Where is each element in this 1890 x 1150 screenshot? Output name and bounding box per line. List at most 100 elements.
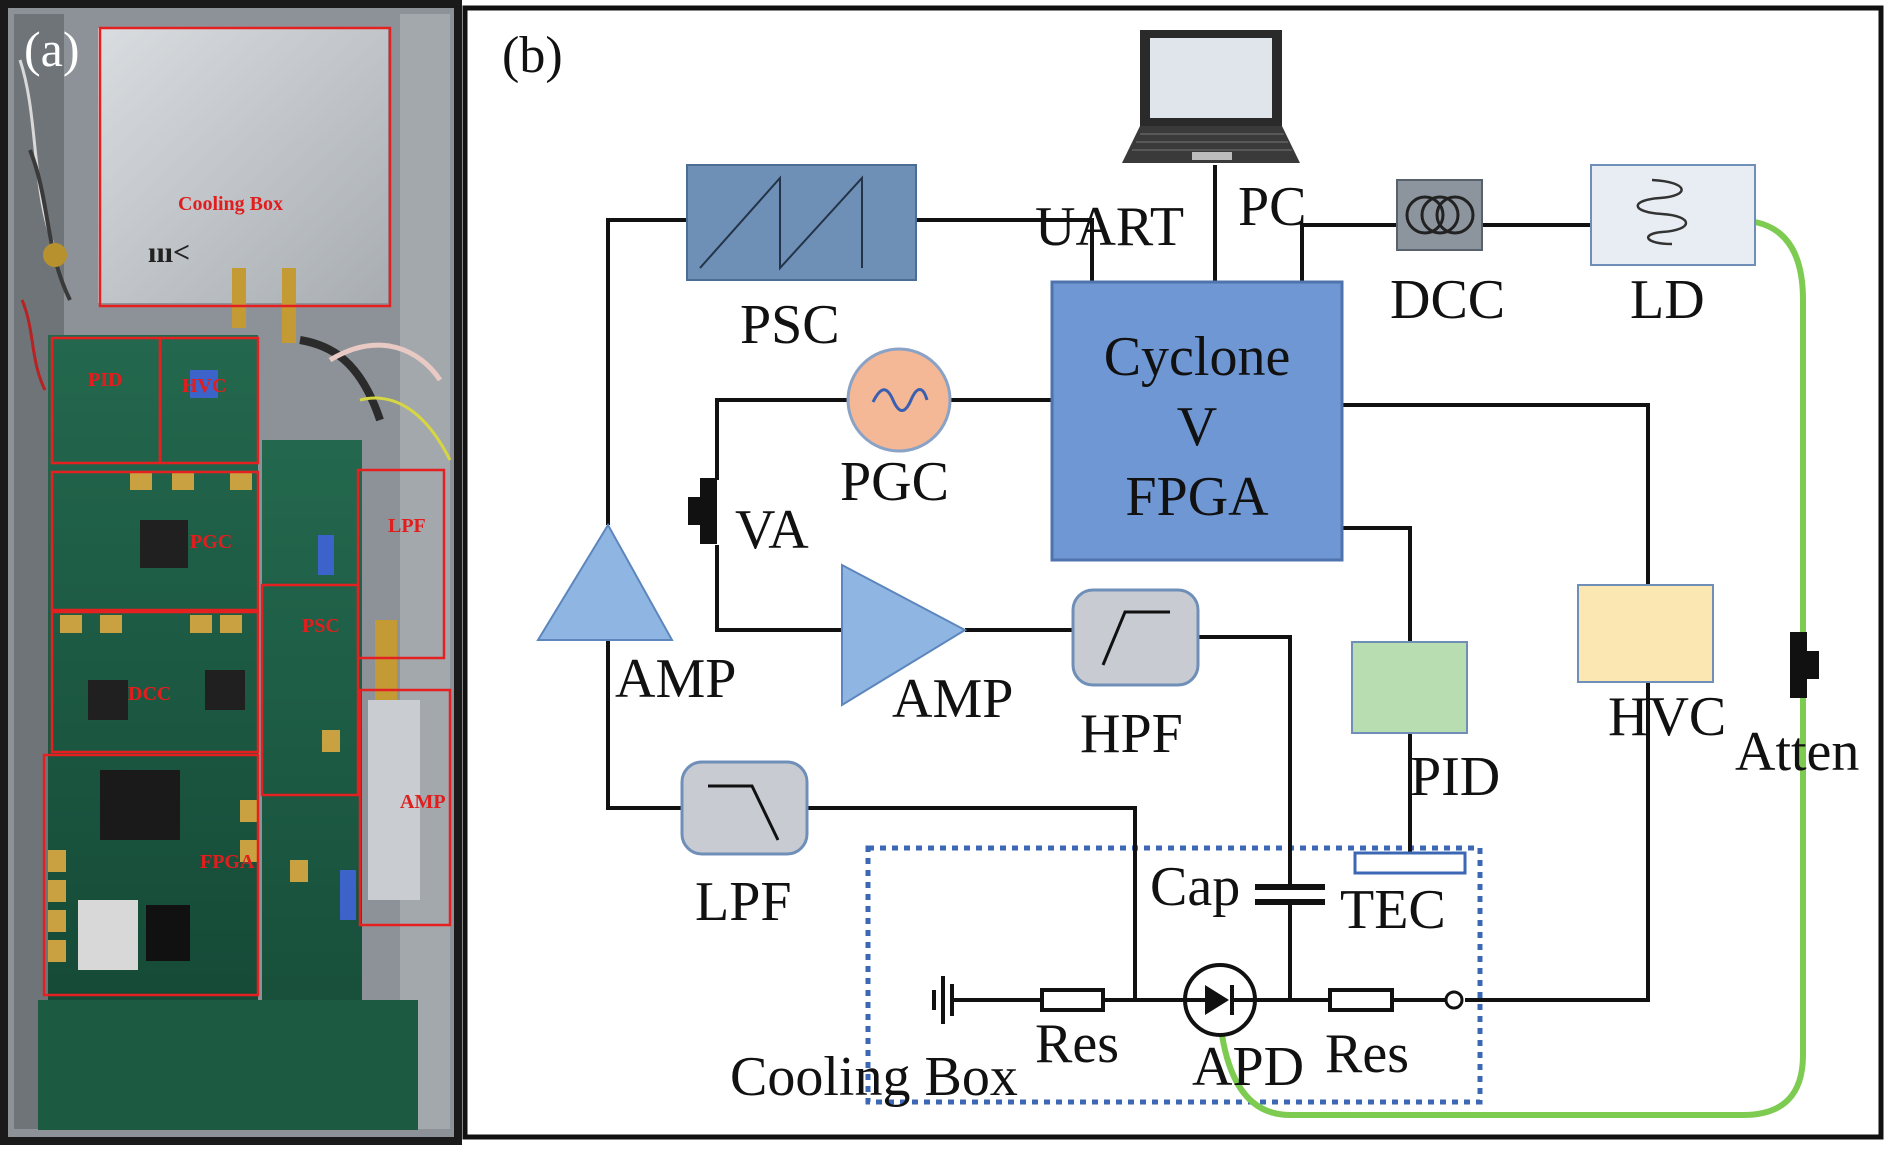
va-attenuator: [700, 478, 717, 544]
lowpass-icon: [708, 784, 780, 841]
lpf-label: LPF: [695, 871, 792, 933]
photo-label-dcc: DCC: [128, 683, 171, 705]
cable-red: [20, 299, 47, 391]
va-label: VA: [735, 499, 809, 561]
amp-left-label: AMP: [615, 648, 736, 710]
cooling-box-photo: [98, 28, 388, 303]
resistor-left: [1040, 988, 1105, 1012]
fpga-block: [1050, 280, 1344, 562]
trimmer-pot: [318, 535, 334, 575]
panel-a-label: (a): [24, 21, 80, 77]
connector-brass: [43, 243, 67, 267]
terminal-node: [1444, 990, 1464, 1010]
photo-box-pgc: [50, 470, 260, 612]
cable-black: [28, 149, 72, 301]
fiber-coil-icon: [1405, 195, 1475, 235]
pid-label: PID: [1410, 746, 1500, 808]
psc-block: [686, 164, 917, 281]
apd-label: APD: [1192, 1036, 1304, 1098]
wire-amp-lpf: [606, 630, 682, 810]
panel-b-label: (b): [502, 27, 563, 84]
pid-block: [1351, 641, 1468, 734]
board-connectors: [48, 472, 340, 962]
panel-a: ııı<: [0, 0, 462, 1145]
laser-coil-icon: [1636, 178, 1687, 246]
amp-connector: [375, 620, 397, 700]
trimmer-pot: [340, 870, 356, 920]
diode-triangle-icon: [1205, 985, 1229, 1015]
fpga-label-line2: V: [1177, 396, 1217, 458]
photo-label-pgc: PGC: [190, 531, 232, 553]
oscillator: [78, 900, 138, 970]
wire-fpga-dcc: [1300, 223, 1397, 282]
coax-cable: [299, 336, 384, 422]
photo-box-lpf: [356, 468, 446, 660]
photo-label-pid: PID: [88, 369, 122, 391]
tec-label: TEC: [1340, 879, 1446, 941]
pc-label: PC: [1238, 176, 1307, 238]
psc-label: PSC: [740, 294, 840, 356]
cooling-box-region: [865, 845, 1483, 1105]
sawtooth-icon: [699, 175, 863, 271]
cable-yellow: [359, 396, 452, 461]
pgc-oscillator: [846, 347, 952, 453]
photo-box-psc: [260, 583, 360, 797]
res-left-label: Res: [1035, 1013, 1119, 1075]
lpf-block: [680, 760, 809, 856]
chip: [88, 680, 128, 720]
wiring: [606, 165, 1650, 1002]
tec-element: [1353, 851, 1467, 875]
sine-wave-icon: [871, 388, 929, 412]
chip: [205, 670, 245, 710]
chip: [140, 520, 188, 568]
pcb-bottom: [38, 1000, 418, 1130]
hvc-label: HVC: [1608, 686, 1726, 748]
optical-fiber: [1219, 219, 1806, 1118]
panel-b: (b): [462, 5, 1884, 1140]
cooling-box-marking: ııı<: [148, 236, 190, 269]
amp-mid-label: AMP: [892, 668, 1013, 730]
hpf-label: HPF: [1080, 703, 1183, 765]
amp-mid-triangle: [841, 563, 968, 707]
photo-label-fpga: FPGA: [200, 851, 255, 873]
atten-attenuator: [1790, 632, 1807, 698]
laptop-icon: [1122, 30, 1300, 163]
cooling-box-label: Cooling Box: [730, 1046, 1018, 1108]
photo-label-hvc: HVC: [182, 375, 226, 397]
fpga-chip: [100, 770, 180, 840]
cap-label: Cap: [1150, 856, 1240, 918]
wire-psc-amp: [606, 218, 687, 525]
res-right-label: Res: [1325, 1023, 1409, 1085]
trimmer-pot: [190, 370, 218, 398]
ground-icon: [932, 976, 954, 1024]
pgc-label: PGC: [840, 451, 949, 513]
resistor-right: [1328, 988, 1394, 1012]
enclosure-right-wall: [400, 14, 450, 1129]
wire-fpga-pid: [1342, 526, 1412, 642]
wire-hpf-cap: [1198, 635, 1292, 887]
dcc-label: DCC: [1390, 269, 1505, 331]
atten-label: Atten: [1735, 721, 1859, 783]
photo-label-cooling-box: Cooling Box: [178, 193, 283, 215]
fpga-label-line3: FPGA: [1125, 466, 1269, 528]
hvc-block: [1577, 584, 1714, 683]
amp-module: [368, 700, 420, 900]
header-connector: [146, 905, 190, 961]
photo-label-amp: AMP: [400, 791, 446, 813]
wire-hvc-apd: [1465, 682, 1650, 1002]
wire-fpga-hvc: [1342, 403, 1650, 585]
wire-va-amp: [715, 545, 842, 632]
amp-left-triangle: [536, 523, 674, 641]
photo-box-cooling: [98, 26, 392, 308]
photo-annotations: Cooling Box PID HVC PGC LPF DCC PSC FPGA…: [42, 26, 452, 997]
ld-label: LD: [1630, 269, 1705, 331]
photo-box-hvc: [158, 336, 260, 465]
va-attenuator-tab: [688, 497, 700, 525]
sma-connector: [232, 268, 246, 328]
wire-psc-fpga: [916, 218, 1094, 282]
dcc-block: [1396, 179, 1483, 251]
fpga-label-line1: Cyclone: [1104, 326, 1291, 388]
wire-lpf-res: [807, 806, 1137, 1000]
